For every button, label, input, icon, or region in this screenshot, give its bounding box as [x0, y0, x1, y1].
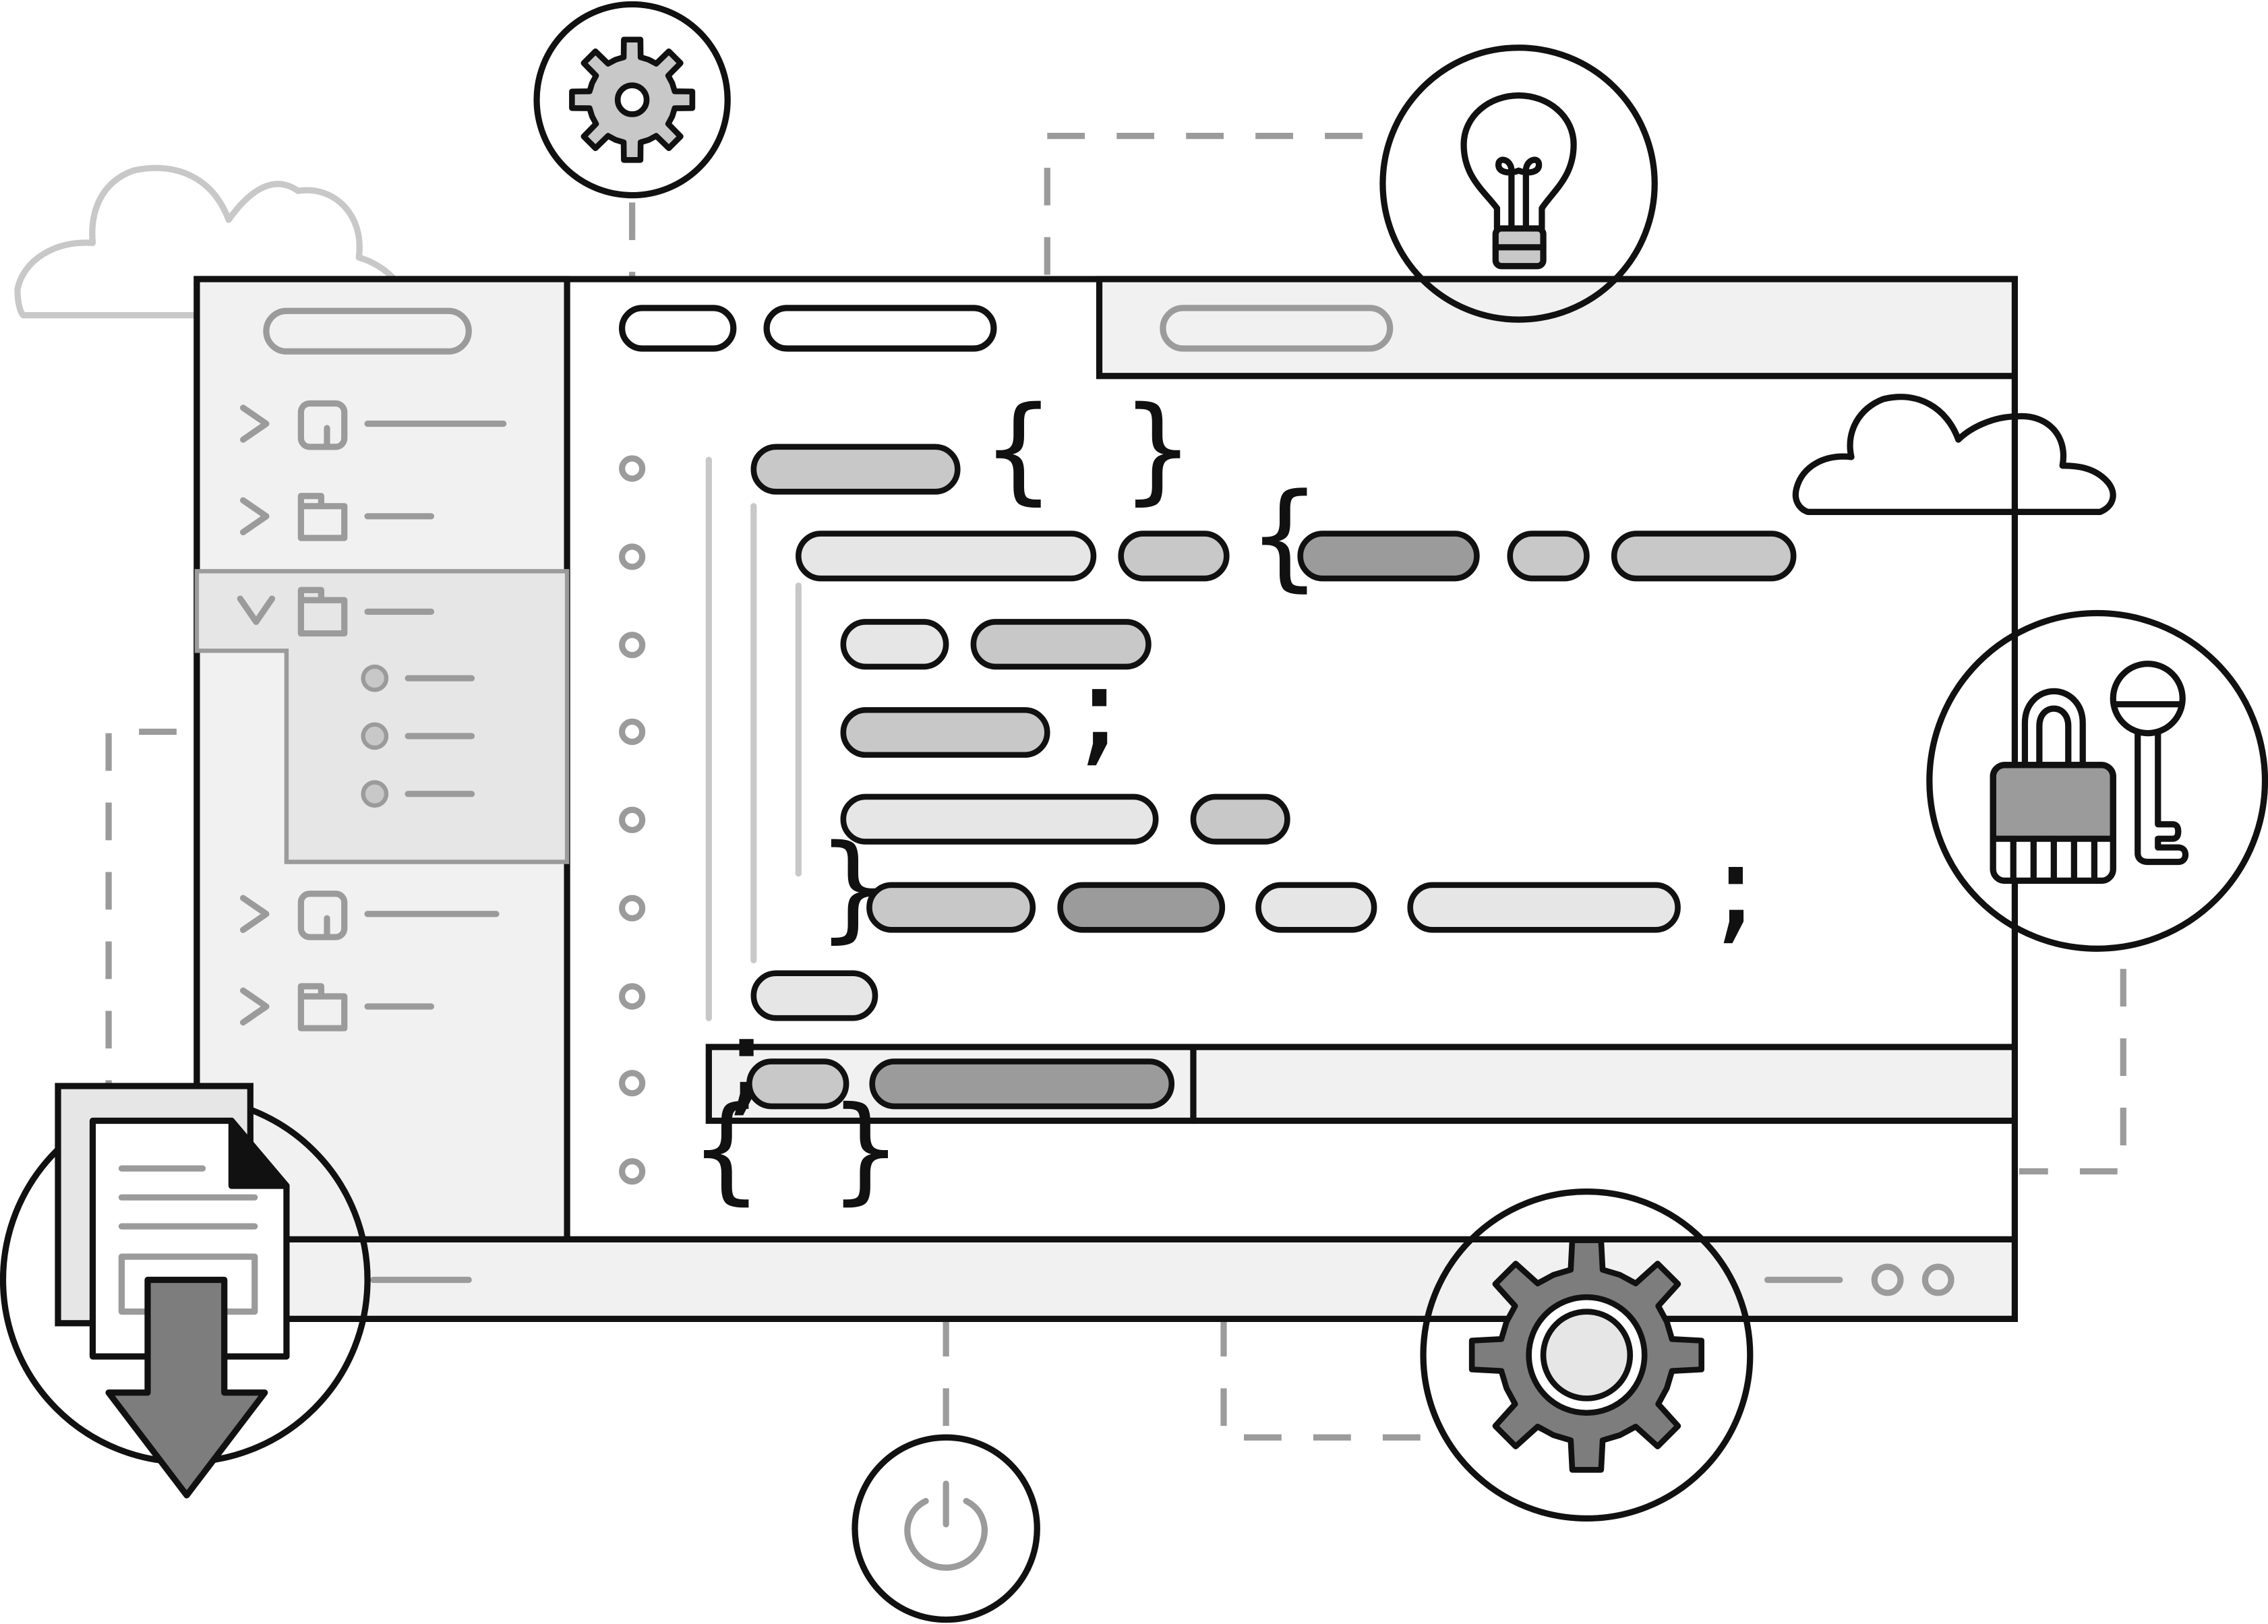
code-token [970, 619, 1152, 670]
tree-item-expanded[interactable] [194, 569, 570, 864]
code-token [1057, 882, 1226, 933]
tab-2[interactable] [763, 305, 997, 352]
gear-hub [1540, 1309, 1634, 1402]
tree-item-2[interactable] [239, 493, 435, 541]
code-token [1407, 882, 1681, 933]
braces-glyph: { } [692, 1082, 901, 1216]
code-line-9[interactable]: { } [692, 1082, 901, 1216]
tab-bar-search-pill[interactable] [1160, 305, 1394, 352]
file-icon [297, 891, 348, 940]
padlock-icon [1990, 688, 2116, 884]
power-icon [904, 1480, 988, 1571]
code-line-5[interactable] [840, 793, 1290, 845]
code-token [1190, 793, 1290, 845]
folder-icon [297, 983, 348, 1031]
tree-child-1[interactable] [361, 664, 475, 692]
tree-item-1[interactable] [239, 400, 507, 450]
code-line-3[interactable] [840, 619, 1152, 670]
chevron-right-icon [239, 895, 270, 933]
chevron-right-icon [239, 404, 270, 443]
code-token [796, 531, 1097, 582]
settings-badge[interactable] [1420, 1188, 1754, 1522]
code-token [1297, 531, 1480, 582]
lightbulb-icon [1460, 92, 1577, 270]
code-token [1255, 882, 1377, 933]
settings-gear-icon [1468, 1237, 1705, 1473]
document-download-badge[interactable] [0, 1083, 371, 1499]
gear-icon [569, 36, 696, 163]
tree-child-2[interactable] [361, 722, 475, 750]
semicolon-glyph: ; [1065, 642, 1134, 777]
bullet-icon [361, 664, 389, 692]
code-token [1507, 531, 1590, 582]
code-token [840, 706, 1050, 758]
tab-1[interactable] [619, 305, 737, 352]
status-dot-2[interactable] [1921, 1263, 1954, 1296]
code-token [869, 1058, 1175, 1110]
document-download-icon [55, 1083, 290, 1499]
code-token [1118, 531, 1230, 582]
power-badge[interactable] [852, 1434, 1040, 1623]
tree-item-4[interactable] [239, 891, 500, 940]
status-dot-1[interactable] [1871, 1263, 1904, 1296]
code-token [750, 970, 878, 1021]
chevron-down-icon [237, 595, 276, 626]
bullet-icon [361, 722, 389, 750]
code-editor-window: { } { ; } [193, 276, 2019, 1322]
selection-highlight [194, 569, 570, 864]
gear-badge[interactable] [533, 1, 731, 199]
code-line-2[interactable]: { [796, 469, 1797, 603]
code-token [746, 1058, 849, 1110]
file-icon [297, 400, 348, 450]
key-icon [2110, 661, 2189, 866]
braces-glyph: { } [984, 382, 1193, 516]
file-explorer-sidebar [193, 276, 570, 1243]
folder-icon [297, 587, 348, 637]
code-line-6[interactable]: } ; [818, 820, 1770, 955]
tab-bar-right-panel [1096, 276, 2019, 380]
line-gutter [619, 455, 646, 1185]
bullet-icon [361, 780, 389, 808]
code-token [750, 444, 961, 495]
chevron-right-icon [239, 987, 270, 1026]
code-token [840, 619, 949, 670]
code-line-8-highlighted[interactable]: ; [705, 992, 2019, 1126]
code-line-1[interactable]: { } [750, 382, 1193, 516]
code-line-7[interactable] [750, 970, 878, 1021]
cloud-icon [14, 164, 417, 319]
tree-child-3[interactable] [361, 780, 475, 808]
code-token [866, 882, 1036, 933]
semicolon-glyph: ; [1701, 820, 1770, 955]
sidebar-search-pill[interactable] [263, 307, 472, 355]
tree-item-5[interactable] [239, 983, 435, 1031]
cloud-icon [1792, 394, 2116, 515]
code-line-4[interactable]: ; [840, 642, 1135, 777]
folder-icon [297, 493, 348, 541]
security-badge[interactable] [1926, 610, 2268, 952]
chevron-right-icon [239, 497, 270, 536]
code-token [1611, 531, 1797, 582]
lightbulb-badge[interactable] [1379, 44, 1658, 323]
gear-hole [614, 82, 650, 117]
code-token [840, 793, 1159, 845]
